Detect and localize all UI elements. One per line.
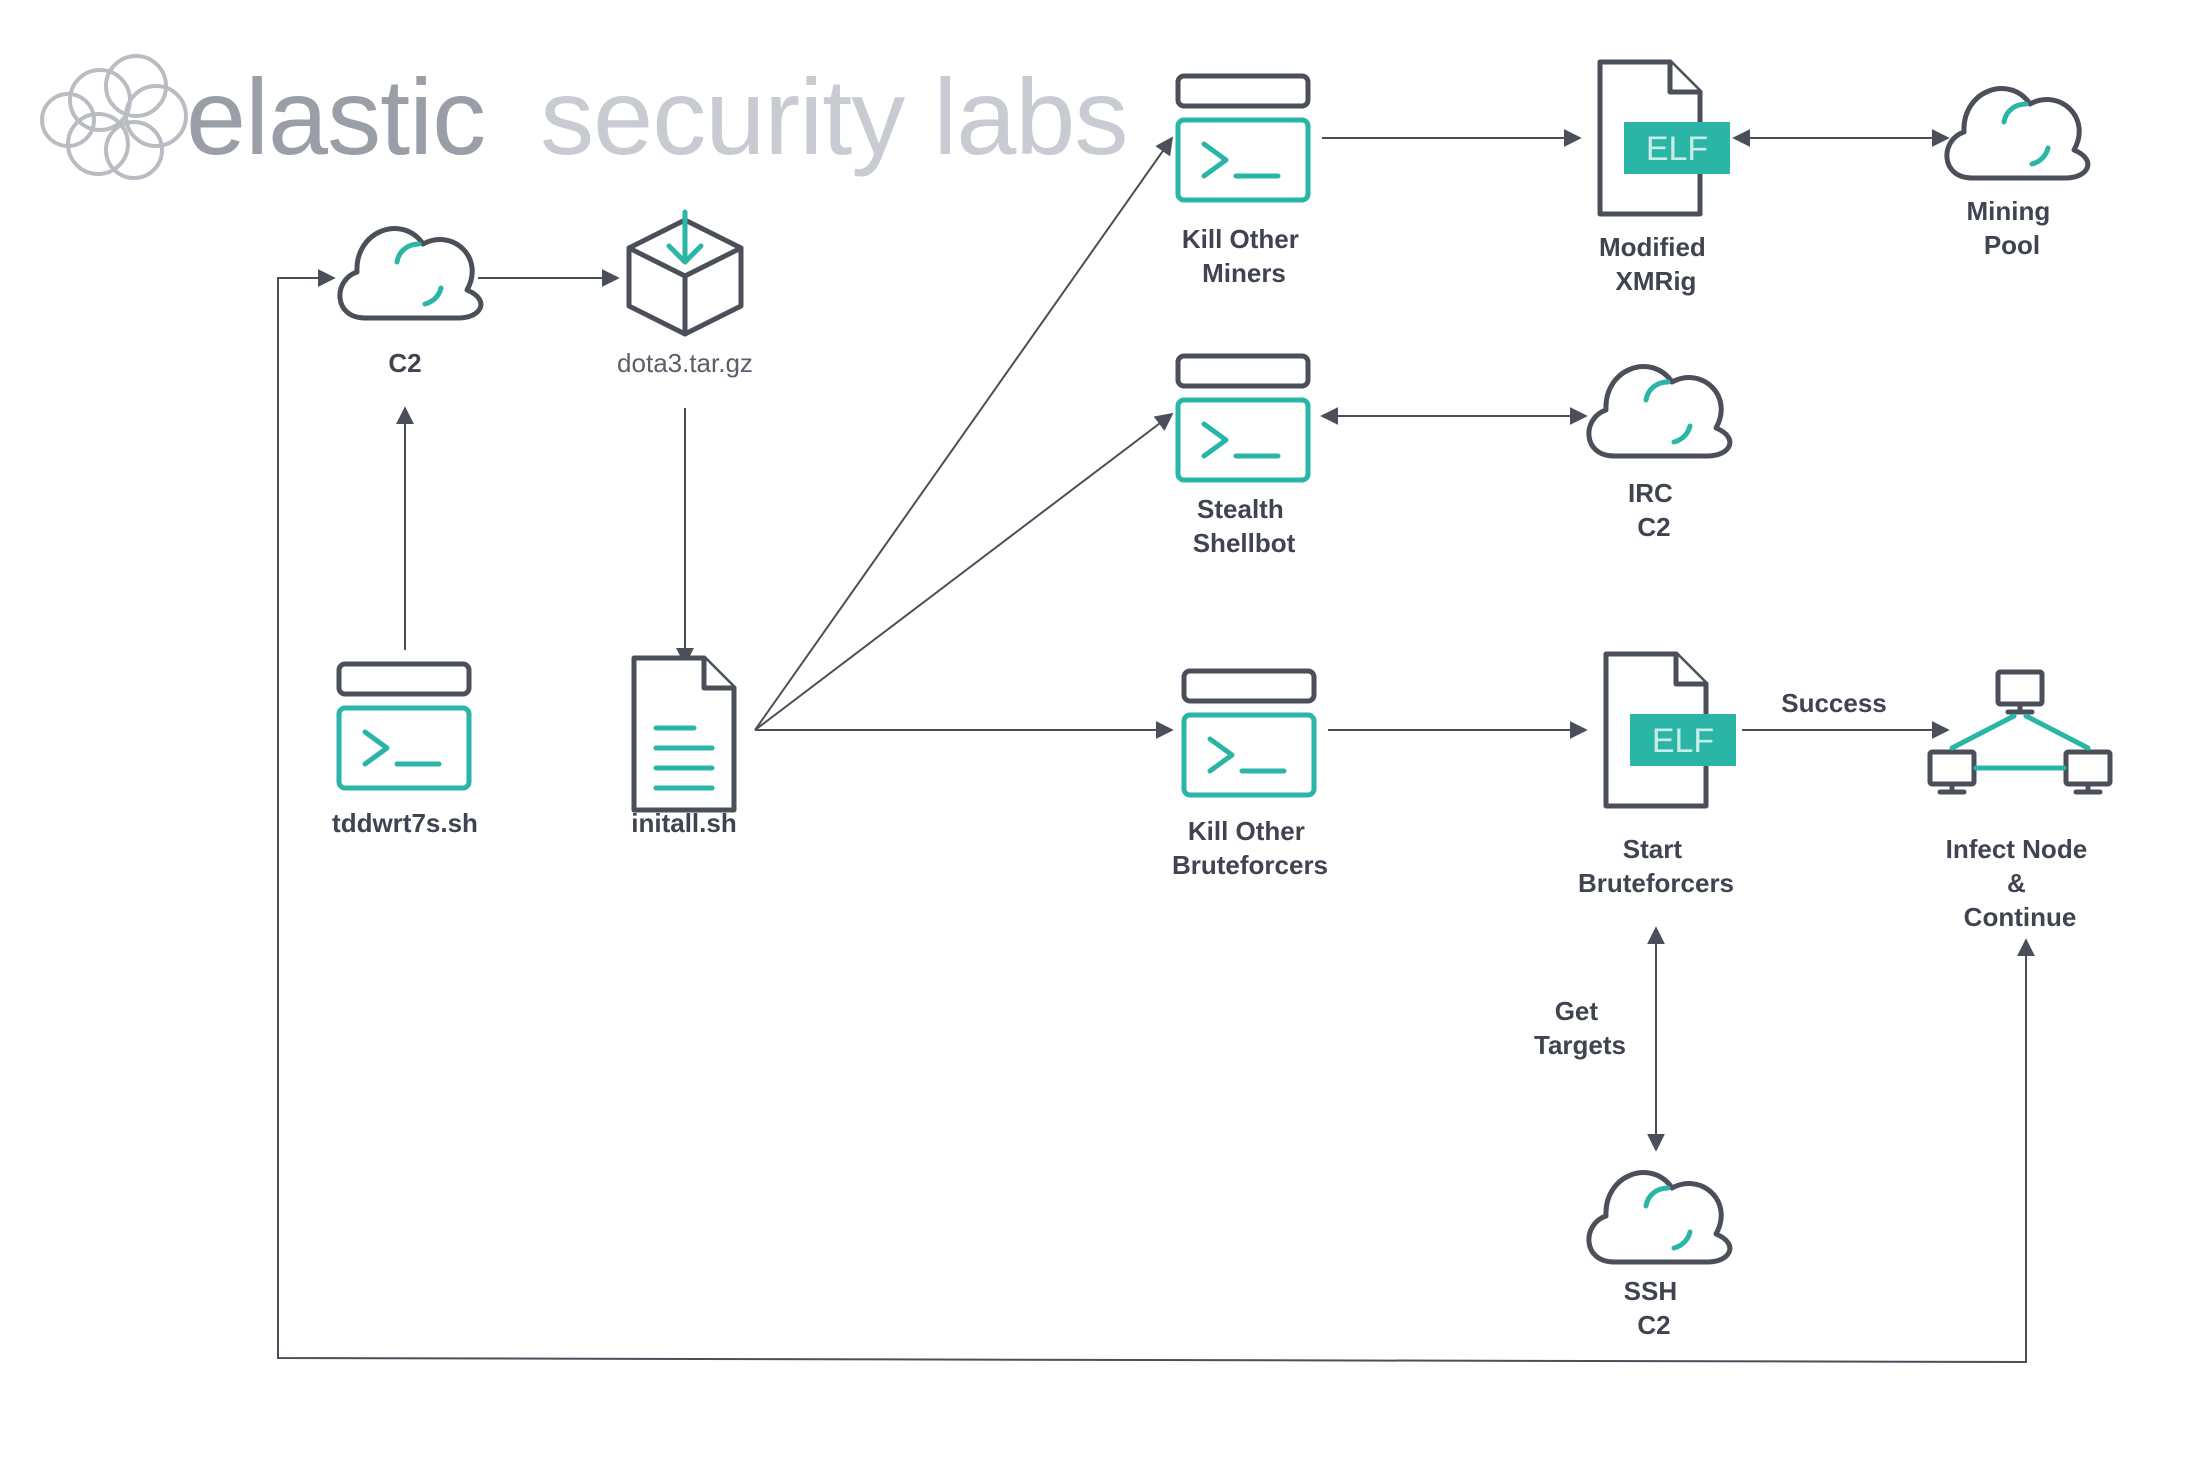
- file-icon: [634, 658, 734, 810]
- elf-file-icon: ELF: [1606, 654, 1736, 806]
- edge-label-get-targets: Get Targets: [1534, 996, 1626, 1060]
- elastic-cluster-logo: [40, 54, 188, 180]
- terminal-icon: [339, 664, 469, 788]
- elf-badge: ELF: [1652, 722, 1714, 760]
- arrow-initall-to-kill-miners: [754, 136, 1174, 731]
- node-label-start-brute: Start Bruteforcers: [1578, 834, 1734, 898]
- terminal-icon: [1184, 671, 1314, 795]
- elf-badge: ELF: [1646, 130, 1708, 168]
- node-label-dota: dota3.tar.gz: [617, 348, 753, 378]
- connectors: [277, 129, 2035, 1364]
- node-label-kill-brute: Kill Other Bruteforcers: [1172, 816, 1328, 880]
- arrow-loop-back-to-c2: [277, 269, 2035, 1364]
- arrow-initall-to-stealth: [754, 412, 1174, 731]
- cloud-icon: [1589, 367, 1730, 456]
- brand-word-security-labs: security labs: [540, 56, 1127, 177]
- cloud-icon: [340, 229, 481, 318]
- terminal-icon: [1178, 76, 1308, 200]
- brand-logo: elastic security labs: [40, 54, 1128, 180]
- node-label-initall: initall.sh: [631, 808, 736, 838]
- node-label-xmrig: Modified XMRig: [1599, 232, 1713, 296]
- cloud-icon: [1589, 1173, 1730, 1262]
- elf-file-icon: ELF: [1600, 62, 1730, 214]
- terminal-icon: [1178, 356, 1308, 480]
- edge-label-success: Success: [1781, 688, 1887, 718]
- cloud-icon: [1947, 89, 2088, 178]
- node-label-ssh: SSH C2: [1624, 1276, 1685, 1340]
- node-label-kill-miners: Kill Other Miners: [1182, 224, 1306, 288]
- node-label-irc: IRC C2: [1628, 478, 1680, 542]
- node-label-infect: Infect Node & Continue: [1946, 834, 2095, 932]
- brand-word-elastic: elastic: [186, 56, 485, 177]
- node-label-tddwrt: tddwrt7s.sh: [332, 808, 478, 838]
- svg-text:elastic security labs: elastic security labs: [186, 56, 1127, 177]
- package-download-icon: [626, 209, 744, 337]
- node-label-c2: C2: [388, 348, 421, 378]
- network-nodes-icon: [1927, 669, 2113, 795]
- node-label-stealth: Stealth Shellbot: [1193, 494, 1296, 558]
- node-label-mining-pool: Mining Pool: [1967, 196, 2058, 260]
